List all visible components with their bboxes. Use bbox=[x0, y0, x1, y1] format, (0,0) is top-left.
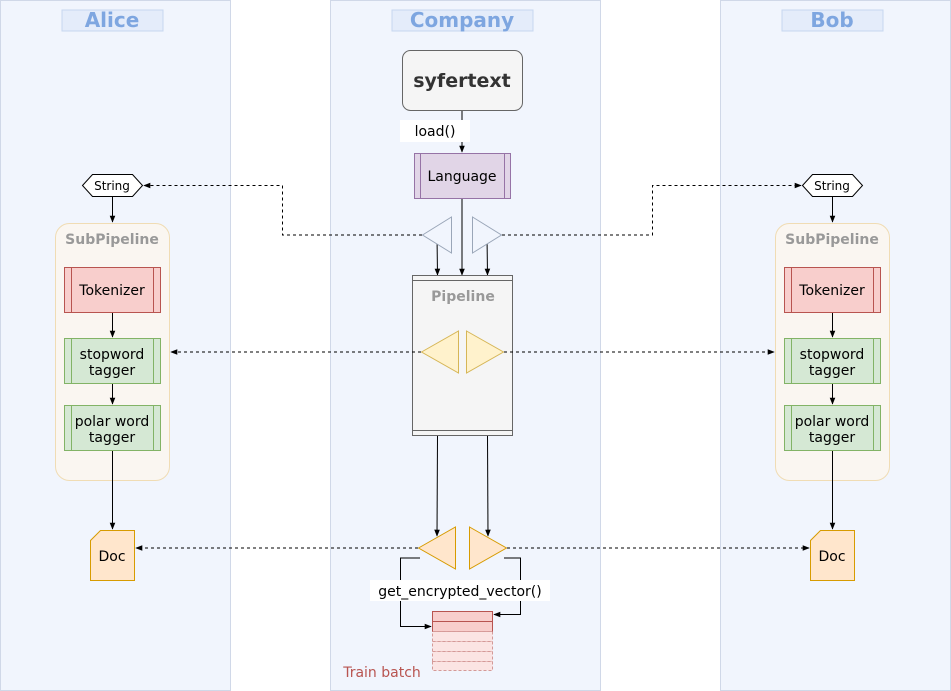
split-left-triangle bbox=[421, 216, 452, 254]
alice-polar-label-2: tagger bbox=[89, 430, 135, 446]
bob-stopword-label-1: stopword bbox=[800, 347, 865, 363]
bob-doc-node[interactable]: Doc bbox=[810, 530, 855, 581]
edge-pipeline-right bbox=[485, 435, 491, 537]
pipeline-label: Pipeline bbox=[431, 289, 495, 305]
alice-stopword-label-1: stopword bbox=[80, 347, 145, 363]
bob-tokenizer-label: Tokenizer bbox=[798, 283, 865, 299]
train-batch-label: Train batch bbox=[342, 665, 421, 681]
output-right-triangle bbox=[469, 526, 508, 570]
syfertext-label: syfertext bbox=[413, 70, 511, 92]
syfertext-node[interactable]: syfertext bbox=[402, 50, 523, 111]
bob-tokenizer-node[interactable]: Tokenizer bbox=[784, 267, 881, 313]
load-label-bg bbox=[400, 120, 470, 142]
alice-doc-node[interactable]: Doc bbox=[90, 530, 135, 581]
language-node[interactable]: Language bbox=[414, 153, 511, 199]
pipeline-left-triangle bbox=[420, 330, 459, 374]
encrypt-label-bg bbox=[370, 580, 550, 601]
bob-polar-label-2: tagger bbox=[809, 430, 855, 446]
alice-polar-word-tagger-node[interactable]: polar word tagger bbox=[64, 405, 161, 451]
encrypt-call-label: get_encrypted_vector() bbox=[378, 584, 541, 600]
load-call-label: load() bbox=[415, 124, 456, 140]
alice-subpipeline-label: SubPipeline bbox=[65, 232, 159, 248]
bob-stopword-label-2: tagger bbox=[809, 363, 855, 379]
bob-stopword-tagger-node[interactable]: stopword tagger bbox=[784, 338, 881, 384]
edge-language-to-alice-string bbox=[143, 182, 422, 236]
alice-string-node[interactable]: String bbox=[81, 174, 144, 197]
alice-tokenizer-label: Tokenizer bbox=[78, 283, 145, 299]
alice-string-label: String bbox=[94, 179, 130, 193]
alice-polar-label-1: polar word bbox=[75, 414, 150, 430]
bob-string-label: String bbox=[814, 179, 850, 193]
pipeline-node[interactable]: Pipeline bbox=[412, 275, 513, 436]
bob-doc-label: Doc bbox=[818, 549, 845, 565]
output-left-triangle bbox=[417, 526, 456, 570]
bob-subpipeline-label: SubPipeline bbox=[785, 232, 879, 248]
alice-stopword-label-2: tagger bbox=[89, 363, 135, 379]
train-batch-stack[interactable] bbox=[432, 611, 493, 671]
language-label: Language bbox=[427, 169, 496, 185]
lane-title-alice: Alice bbox=[85, 8, 140, 32]
edge-pipeline-left bbox=[434, 435, 440, 537]
bob-polar-word-tagger-node[interactable]: polar word tagger bbox=[784, 405, 881, 451]
edge-language-to-bob-string bbox=[502, 182, 802, 236]
alice-doc-label: Doc bbox=[98, 549, 125, 565]
bob-polar-label-1: polar word bbox=[795, 414, 870, 430]
bob-string-node[interactable]: String bbox=[801, 174, 864, 197]
split-right-triangle bbox=[472, 216, 503, 254]
alice-stopword-tagger-node[interactable]: stopword tagger bbox=[64, 338, 161, 384]
lane-title-company: Company bbox=[410, 8, 514, 32]
pipeline-right-triangle bbox=[466, 330, 505, 374]
alice-tokenizer-node[interactable]: Tokenizer bbox=[64, 267, 161, 313]
lane-title-bob: Bob bbox=[810, 8, 853, 32]
